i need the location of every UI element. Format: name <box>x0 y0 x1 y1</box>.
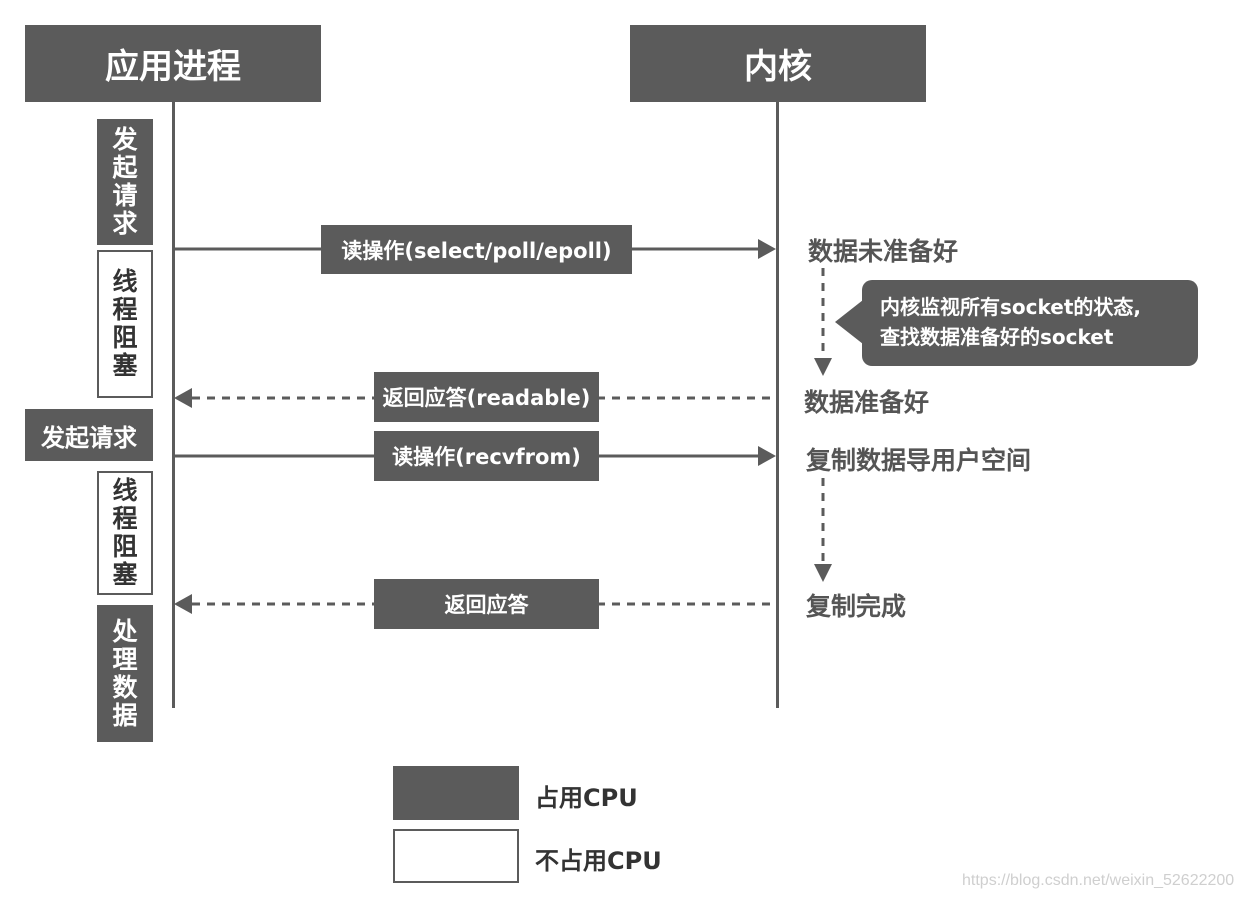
legend-label-uses-cpu: 占用CPU <box>535 784 638 812</box>
process-lifeline <box>172 102 175 708</box>
kernel-callout: 内核监视所有socket的状态, 查找数据准备好的socket <box>862 280 1198 366</box>
kernel-lifeline <box>776 102 779 708</box>
read-select-label: 读操作(select/poll/epoll) <box>321 225 632 274</box>
copy-done-label: 复制完成 <box>806 592 907 621</box>
legend-swatch-no-cpu <box>393 829 519 883</box>
callout-line-2: 查找数据准备好的socket <box>880 325 1114 349</box>
reply-label: 返回应答 <box>374 579 599 629</box>
issue-request-block-2: 发起请求 <box>25 409 153 461</box>
legend-label-no-cpu: 不占用CPU <box>535 847 662 875</box>
kernel-header: 内核 <box>630 25 926 102</box>
callout-line-1: 内核监视所有socket的状态, <box>880 295 1141 319</box>
legend-swatch-uses-cpu <box>393 766 519 820</box>
process-data-block: 处理数据 <box>97 605 153 742</box>
issue-request-block-1: 发起请求 <box>97 119 153 245</box>
thread-blocked-block-1: 线程阻塞 <box>97 250 153 398</box>
read-recvfrom-label: 读操作(recvfrom) <box>374 431 599 481</box>
callout-pointer <box>835 300 863 344</box>
process-header: 应用进程 <box>25 25 321 102</box>
data-not-ready-label: 数据未准备好 <box>808 237 959 266</box>
copy-to-user-label: 复制数据导用户空间 <box>806 446 1032 475</box>
data-ready-label: 数据准备好 <box>804 388 930 417</box>
reply-readable-label: 返回应答(readable) <box>374 372 599 422</box>
thread-blocked-block-2: 线程阻塞 <box>97 471 153 595</box>
watermark: https://blog.csdn.net/weixin_52622200 <box>962 872 1235 889</box>
